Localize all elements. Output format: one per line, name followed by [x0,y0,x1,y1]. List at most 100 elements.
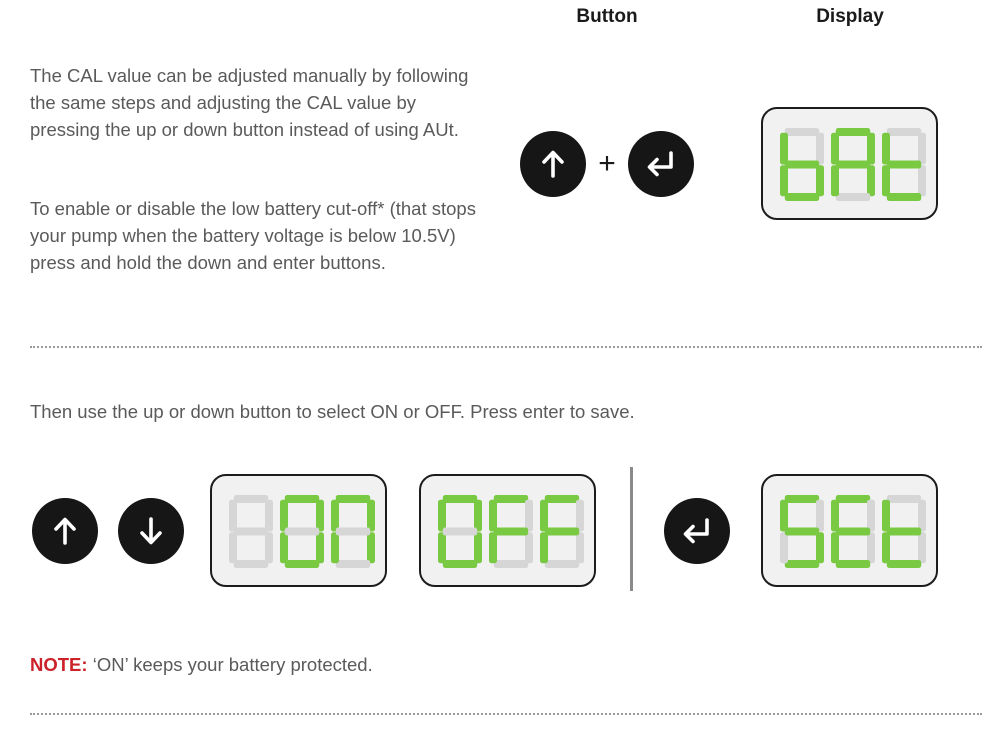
lcd-segment-c [367,532,375,564]
lcd-segment-c [867,165,875,197]
lcd-segment-e [780,165,788,197]
lcd-segment-a [886,128,922,136]
lcd-digit [489,495,533,568]
lcd-segment-e [331,532,339,564]
lcd-segment-g [335,527,371,536]
seven-segment-readout [780,128,926,201]
lcd-segment-d [835,193,871,201]
lcd-segment-b [867,499,875,532]
lcd-segment-g [493,527,529,536]
lcd-segment-e [882,165,890,197]
enter-icon [647,151,673,177]
lcd-digit [331,495,375,568]
lcd-segment-a [835,495,871,503]
lcd-segment-f [780,132,788,165]
lcd-segment-f [780,499,788,532]
display-column-header: Display [816,6,884,27]
lcd-segment-g [233,527,269,536]
lcd-segment-a [284,495,320,503]
lcd-digit [540,495,584,568]
lcd-segment-a [886,495,922,503]
lcd-segment-c [816,165,824,197]
lcd-segment-c [918,165,926,197]
lcd-segment-f [882,499,890,532]
lcd-segment-b [367,499,375,532]
lcd-segment-a [784,128,820,136]
lcd-segment-b [816,499,824,532]
lcd-segment-d [544,560,580,568]
enter-button [664,498,730,564]
seven-segment-readout [780,495,926,568]
lcd-segment-e [540,532,548,564]
lcd-digit [229,495,273,568]
lcd-segment-b [265,499,273,532]
lcd-segment-g [835,160,871,169]
lcd-segment-g [886,160,922,169]
plus-sign: + [598,147,616,180]
lcd-segment-f [831,132,839,165]
lcd-digit [831,495,875,568]
lcd-segment-g [886,527,922,536]
lcd-segment-f [540,499,548,532]
lcd-segment-e [831,165,839,197]
lcd-segment-a [544,495,580,503]
note-label: NOTE: [30,654,88,675]
lcd-segment-g [835,527,871,536]
lcd-display-bat [761,107,938,220]
lcd-segment-g [784,527,820,536]
lcd-segment-f [831,499,839,532]
lcd-segment-d [886,193,922,201]
lcd-segment-d [784,193,820,201]
lcd-display-set [761,474,938,587]
lcd-digit [780,128,824,201]
lcd-segment-c [918,532,926,564]
dotted-divider [30,713,982,715]
lcd-segment-d [233,560,269,568]
lcd-segment-e [831,532,839,564]
lcd-segment-g [544,527,580,536]
lcd-display-on [210,474,387,587]
lcd-segment-d [886,560,922,568]
lcd-segment-f [229,499,237,532]
arrow-up-icon [54,517,76,545]
intro-paragraph-battery: To enable or disable the low battery cut… [30,198,476,273]
lcd-segment-c [265,532,273,564]
lcd-segment-a [335,495,371,503]
seven-segment-readout [438,495,584,568]
enter-button [628,131,694,197]
lcd-digit [882,495,926,568]
arrow-down-icon [140,517,162,545]
lcd-segment-b [316,499,324,532]
lcd-segment-f [331,499,339,532]
up-button [520,131,586,197]
note: NOTE: ‘ON’ keeps your battery protected. [30,654,373,676]
lcd-segment-d [835,560,871,568]
lcd-segment-a [835,128,871,136]
lcd-segment-b [918,499,926,532]
lcd-segment-a [493,495,529,503]
button-column-header: Button [576,6,638,27]
lcd-segment-f [438,499,446,532]
lcd-segment-b [474,499,482,532]
lcd-segment-e [882,532,890,564]
up-button [32,498,98,564]
seven-segment-readout [229,495,375,568]
arrow-up-icon [542,150,564,178]
lcd-segment-e [489,532,497,564]
lcd-segment-e [229,532,237,564]
lcd-segment-d [284,560,320,568]
lcd-digit [780,495,824,568]
lcd-segment-g [442,527,478,536]
enter-icon [683,518,709,544]
lcd-segment-b [525,499,533,532]
lcd-segment-b [816,132,824,165]
lcd-segment-b [918,132,926,165]
lcd-segment-b [576,499,584,532]
lcd-segment-d [335,560,371,568]
lcd-segment-c [576,532,584,564]
instruction-text: Then use the up or down button to select… [30,401,635,422]
lcd-digit [438,495,482,568]
lcd-segment-d [784,560,820,568]
down-button [118,498,184,564]
vertical-separator [630,467,633,591]
